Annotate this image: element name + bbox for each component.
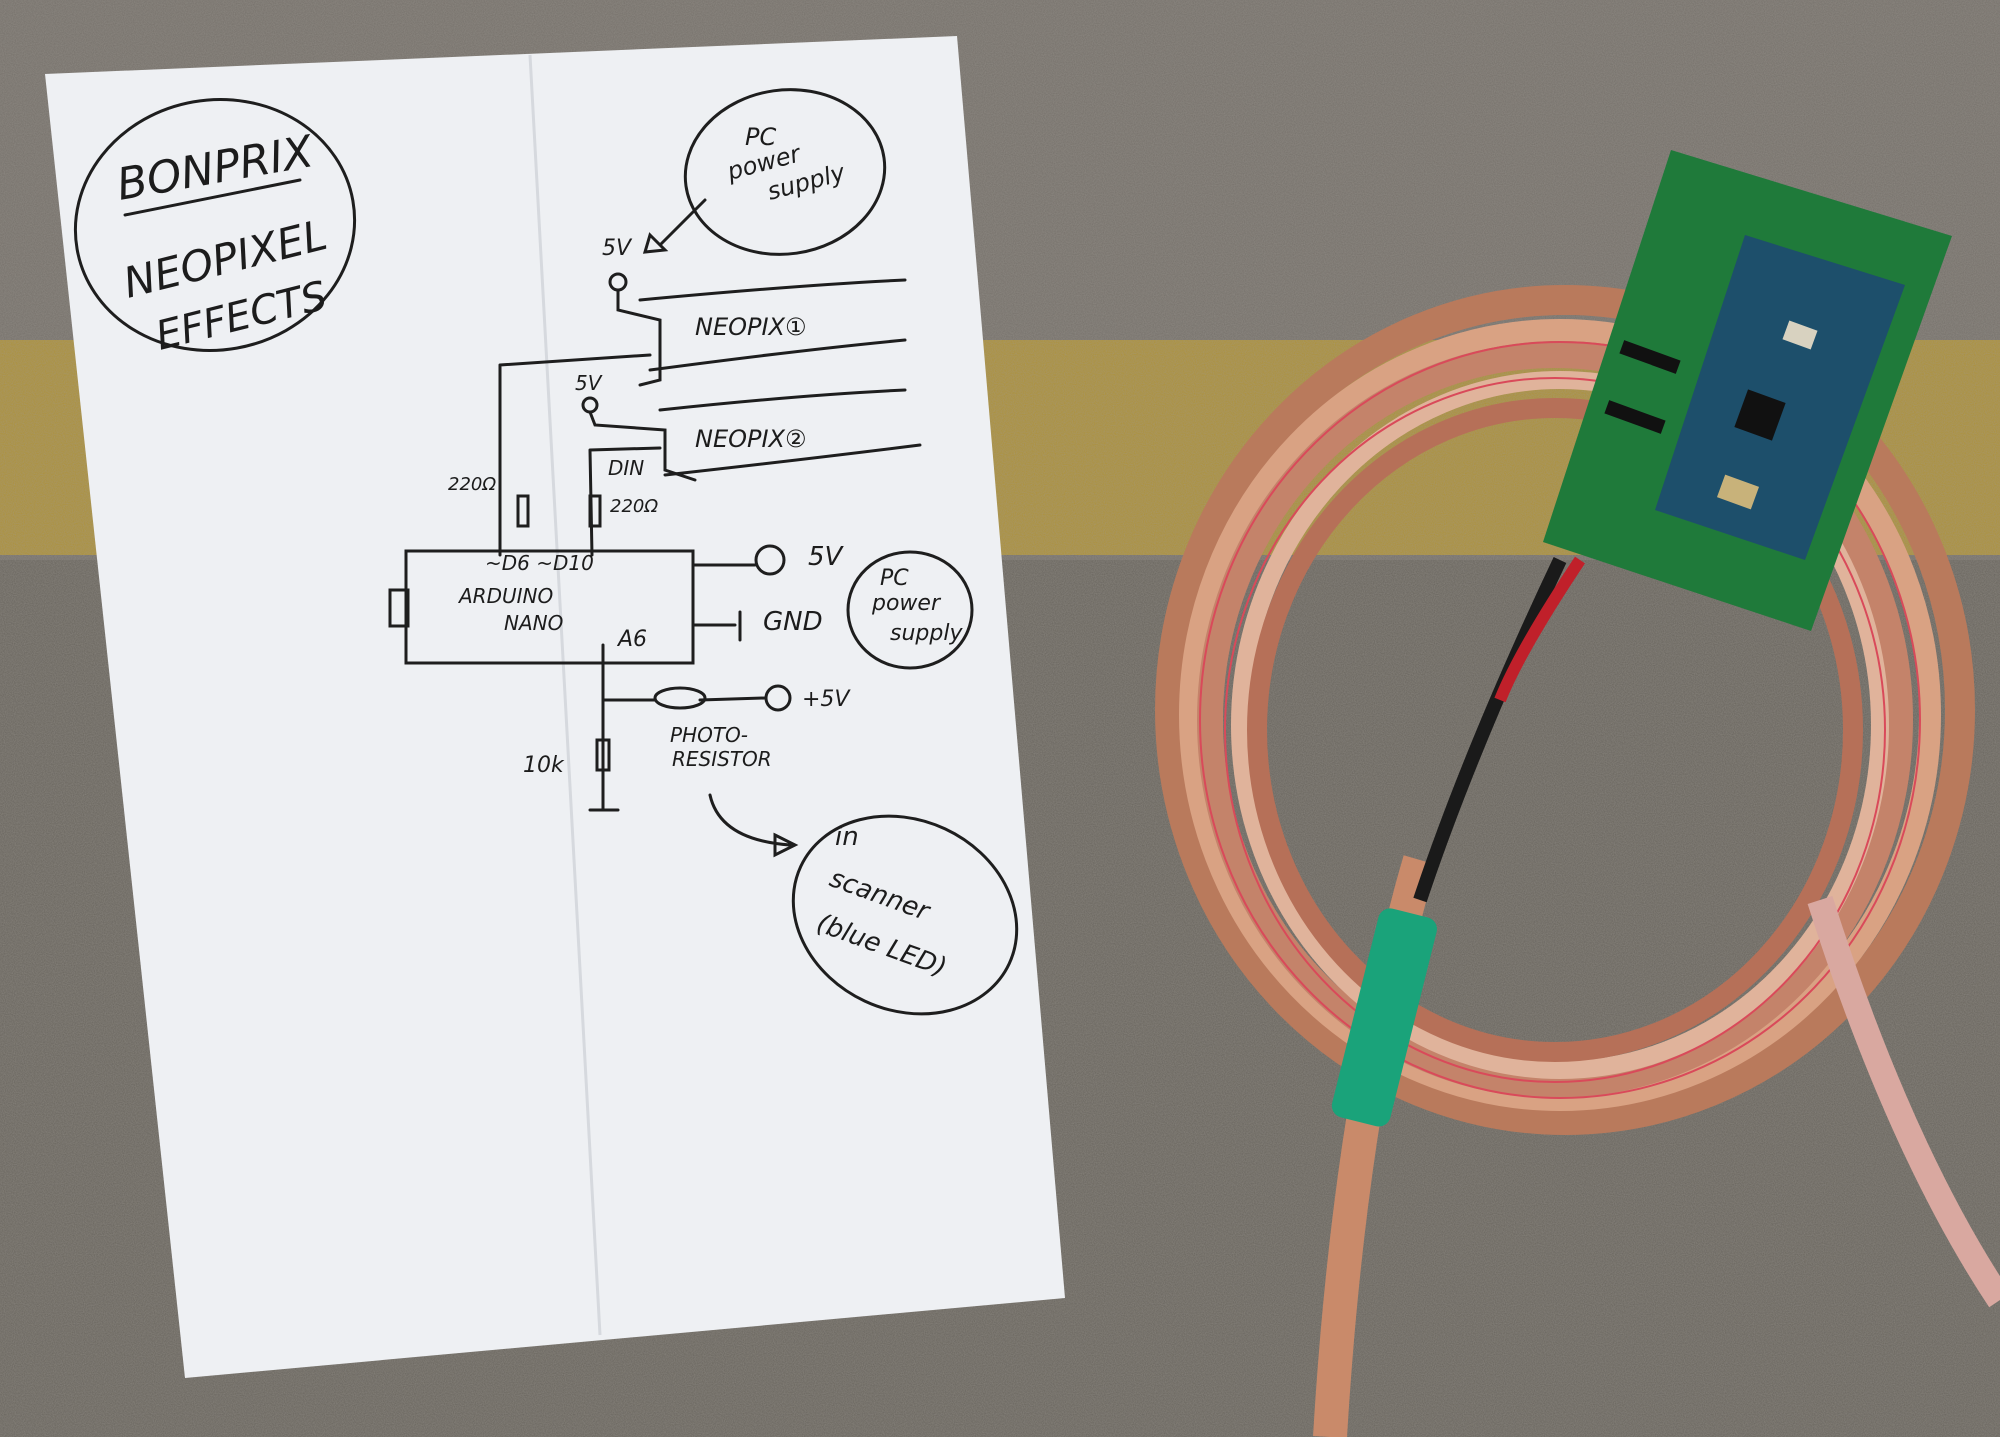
v5-top-label: 5V: [602, 236, 633, 261]
photo-label: PHOTO-: [670, 723, 748, 747]
v5-second-label: 5V: [575, 371, 603, 395]
pins-label: ~D6 ~D10: [485, 551, 594, 575]
paper-sheet: [45, 36, 1065, 1378]
neopix-2-label: NEOPIX②: [695, 425, 807, 453]
plus5v-photo-label: +5V: [802, 687, 851, 712]
plus-5v-label: 5V: [808, 542, 845, 572]
paper-fold: [528, 54, 602, 1336]
supply-label-2: supply: [890, 621, 963, 646]
10k-label: 10k: [523, 753, 565, 778]
a6-label: A6: [616, 627, 647, 652]
din-label: DIN: [608, 456, 644, 480]
neopix-1-label: NEOPIX①: [695, 313, 807, 341]
pc-label: PC: [745, 123, 776, 151]
in-label: in: [835, 822, 859, 852]
arduino-label: ARDUINO: [457, 584, 553, 608]
gnd-label: GND: [763, 607, 823, 637]
heat-shrink-tube: [1331, 908, 1437, 1127]
nano-label: NANO: [504, 611, 563, 635]
resistor-left-label: 220Ω: [448, 474, 496, 495]
resistor-right-label: 220Ω: [610, 496, 658, 517]
copper-wire-coil: [1155, 285, 2000, 1437]
resistor-label: RESISTOR: [672, 747, 772, 771]
power-label-2: power: [871, 591, 942, 616]
pc-label-2: PC: [880, 566, 909, 591]
arduino-nano-on-perfboard: [1543, 150, 1952, 631]
